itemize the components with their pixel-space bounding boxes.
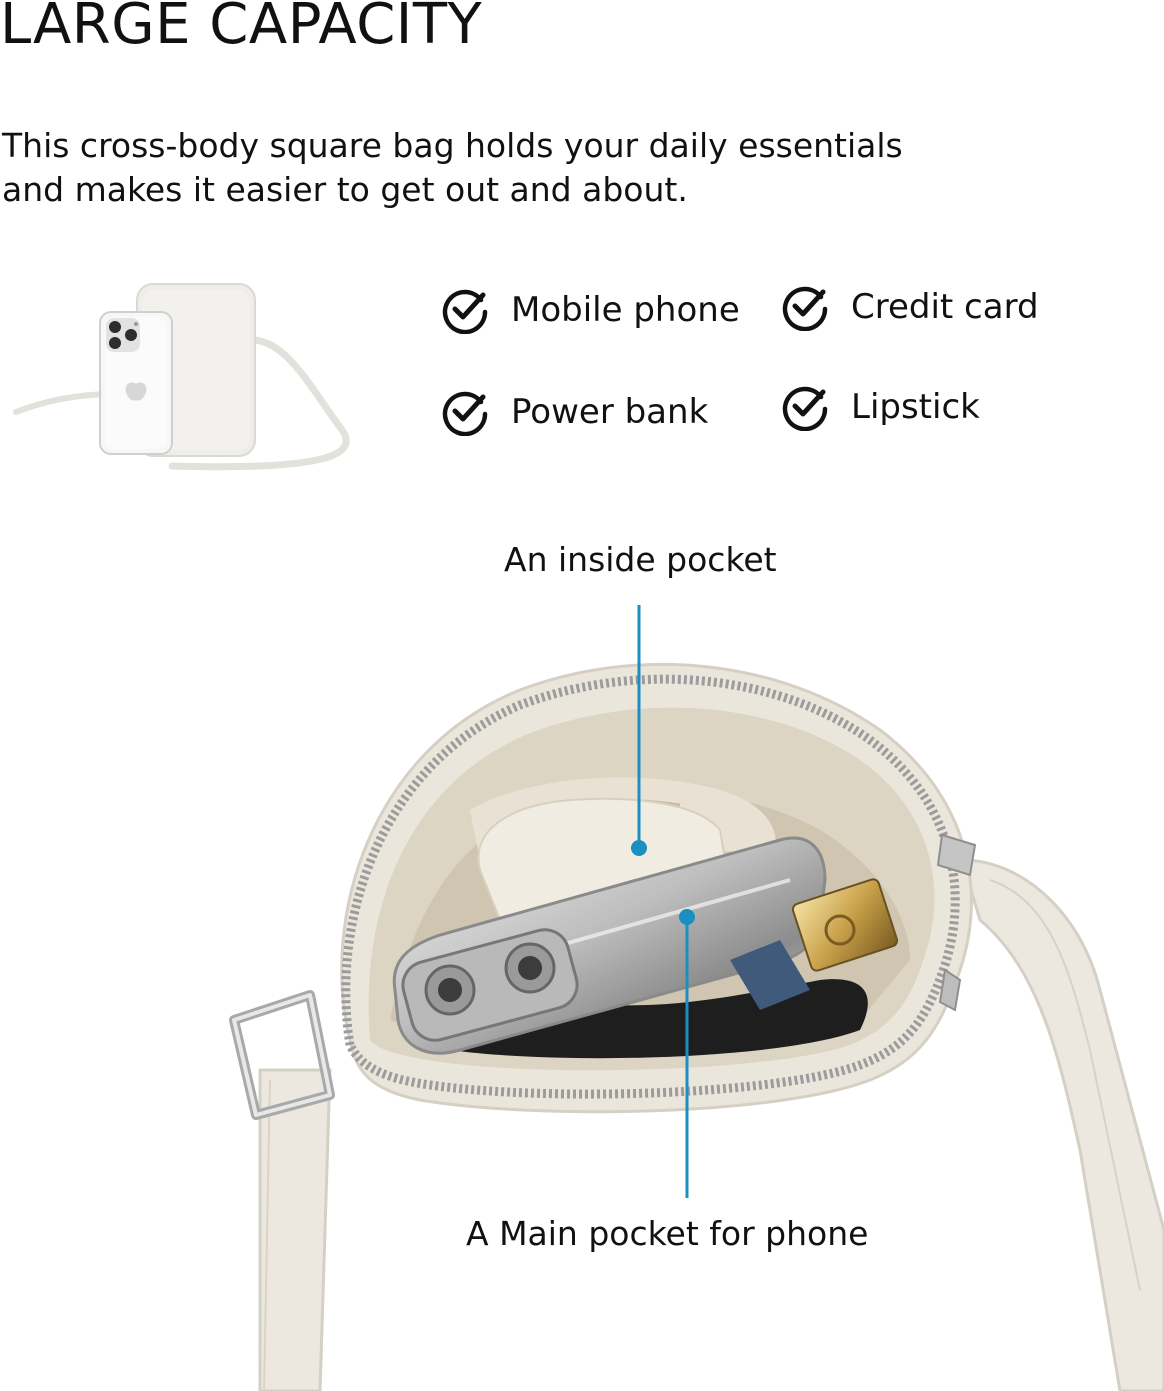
- check-circle-icon: [782, 286, 828, 331]
- check-circle-icon: [442, 391, 488, 436]
- description-line-1: This cross-body square bag holds your da…: [2, 126, 903, 165]
- feature-credit-card: Credit card: [781, 283, 1039, 331]
- description: This cross-body square bag holds your da…: [2, 124, 1002, 212]
- main-pocket-pointer-dot: [679, 909, 695, 925]
- check-circle-icon: [442, 289, 488, 334]
- callout-inside-pocket: An inside pocket: [504, 540, 777, 579]
- headline: LARGE CAPACITY: [0, 0, 483, 57]
- feature-power-bank: Power bank: [441, 388, 708, 436]
- open-bag-photo: [229, 605, 1164, 1391]
- check-circle-icon: [782, 386, 828, 431]
- description-line-2: and makes it easier to get out and about…: [2, 170, 688, 209]
- feature-label: Mobile phone: [511, 290, 740, 330]
- feature-mobile-phone: Mobile phone: [441, 286, 740, 334]
- feature-label: Lipstick: [851, 387, 980, 427]
- callout-main-pocket: A Main pocket for phone: [466, 1214, 869, 1253]
- feature-lipstick: Lipstick: [781, 383, 980, 431]
- feature-label: Credit card: [851, 287, 1039, 327]
- bag-with-phone-thumbnail: [13, 283, 350, 471]
- inside-pocket-pointer-dot: [631, 840, 647, 856]
- feature-label: Power bank: [511, 392, 709, 432]
